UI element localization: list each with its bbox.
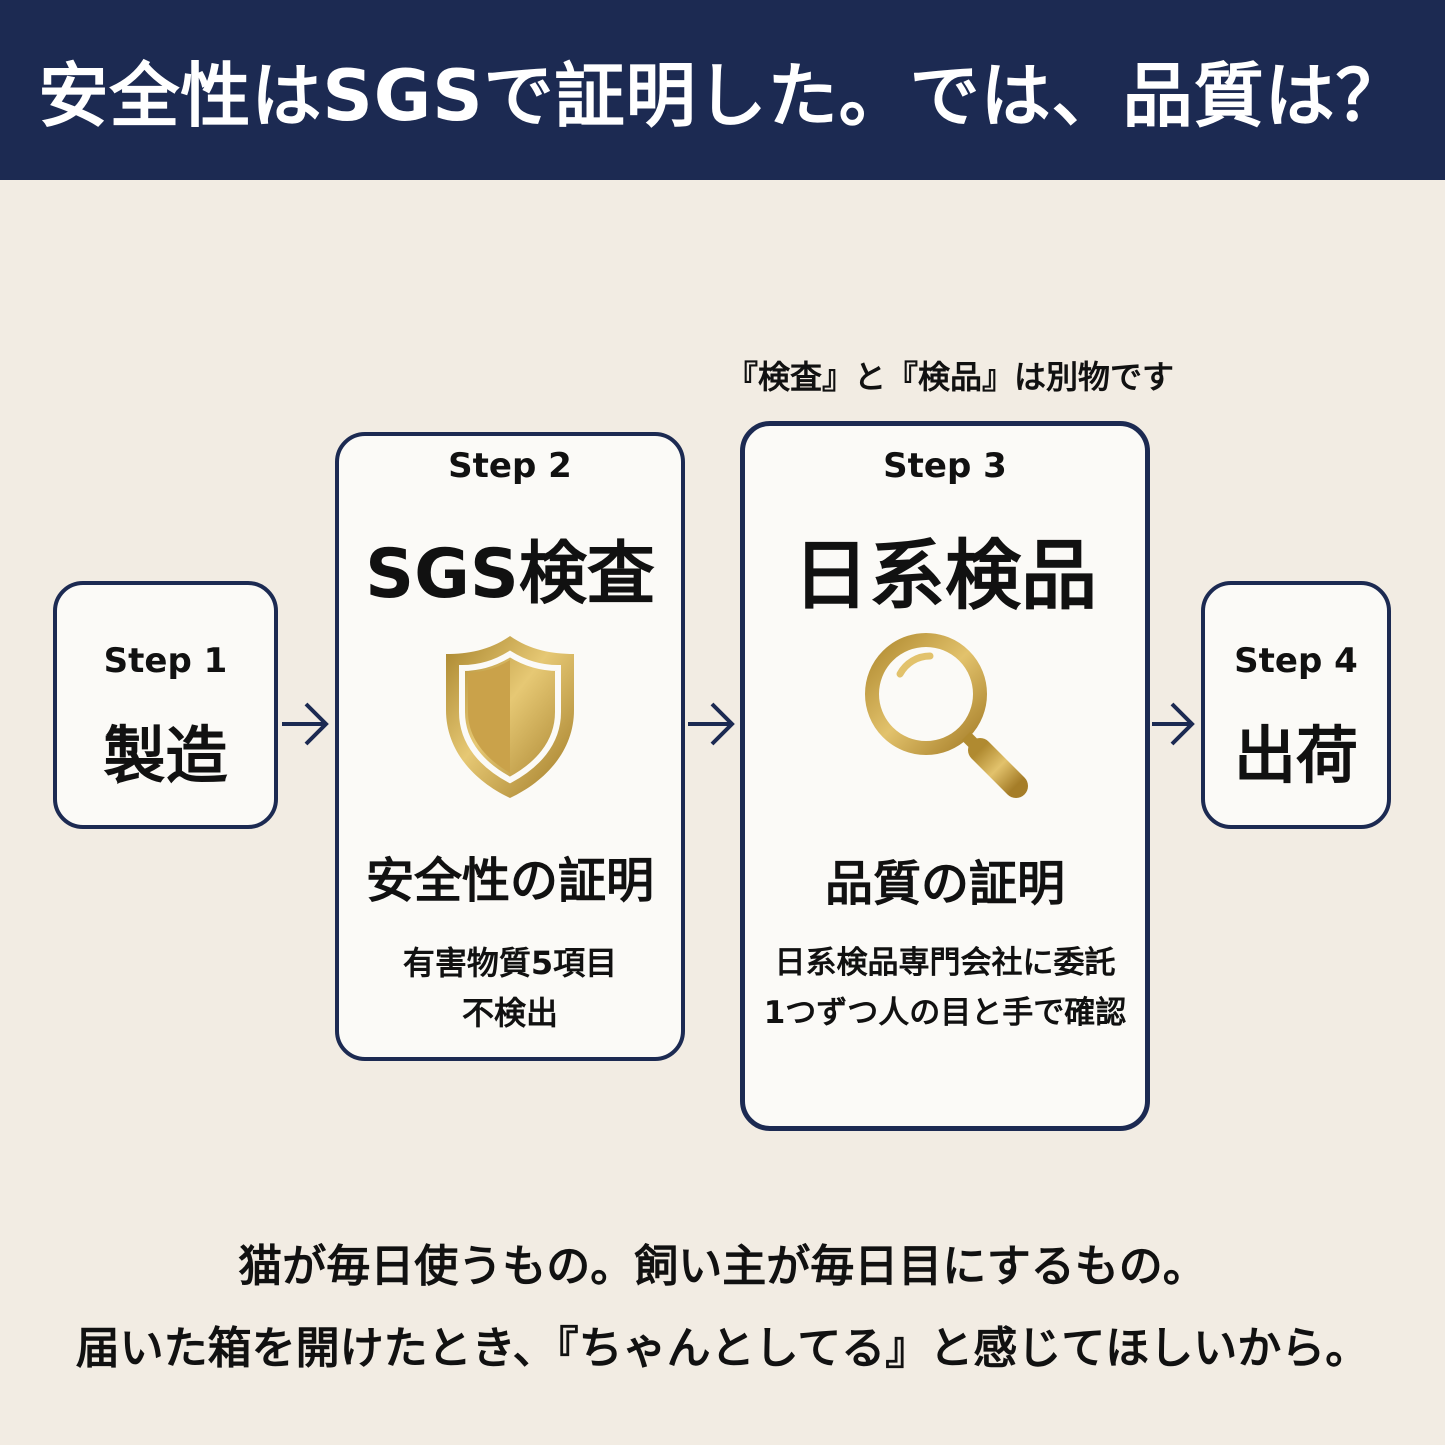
step-3-description-line-1: 日系検品専門会社に委託 (774, 945, 1116, 981)
step-3-description-line-2: 1つずつ人の目と手で確認 (763, 995, 1127, 1031)
arrow-right-icon (282, 702, 329, 746)
step-2-description-line-1: 有害物質5項目 (402, 944, 618, 982)
magnifier-icon (865, 633, 1028, 798)
step-1-card: Step 1 製造 (53, 581, 278, 829)
step-1-name: 製造 (103, 719, 228, 792)
step-2-label: Step 2 (448, 446, 572, 486)
page-title: 安全性はSGSで証明した。では、品質は？ (38, 54, 1407, 137)
step-1-label: Step 1 (103, 641, 228, 681)
step-3-proof: 品質の証明 (824, 856, 1065, 912)
inspection-note: 『検査』と『検品』は別物です (725, 358, 1174, 396)
step-2-name: SGS検査 (365, 535, 655, 614)
step-3-label: Step 3 (883, 446, 1007, 486)
step-2-description: 有害物質5項目 不検出 (339, 938, 681, 1038)
step-4-label: Step 4 (1234, 641, 1358, 681)
step-4-name: 出荷 (1233, 719, 1358, 792)
step-2-card: Step 2 SGS検査 安全性の証明 有害物質5項目 不検出 (335, 432, 685, 1061)
arrow-right-icon (1152, 702, 1195, 746)
shield-icon (446, 636, 574, 798)
step-2-description-line-2: 不検出 (461, 994, 558, 1032)
step-2-proof: 安全性の証明 (365, 853, 654, 909)
step-3-card: Step 3 日系検品 品質の証明 日系検品専門会社に委託 1つずつ人の目と手で… (740, 421, 1150, 1131)
step-4-card: Step 4 出荷 (1201, 581, 1391, 829)
step-3-description: 日系検品専門会社に委託 1つずつ人の目と手で確認 (745, 938, 1145, 1038)
arrow-right-icon (688, 702, 735, 746)
header-banner: 安全性はSGSで証明した。では、品質は？ (0, 0, 1445, 180)
footer-message-line-2: 届いた箱を開けたとき、『ちゃんとしてる』と感じてほしいから。 (75, 1323, 1370, 1374)
step-3-name: 日系検品 (793, 531, 1097, 620)
footer-message-line-1: 猫が毎日使うもの。飼い主が毎日目にするもの。 (238, 1241, 1207, 1292)
